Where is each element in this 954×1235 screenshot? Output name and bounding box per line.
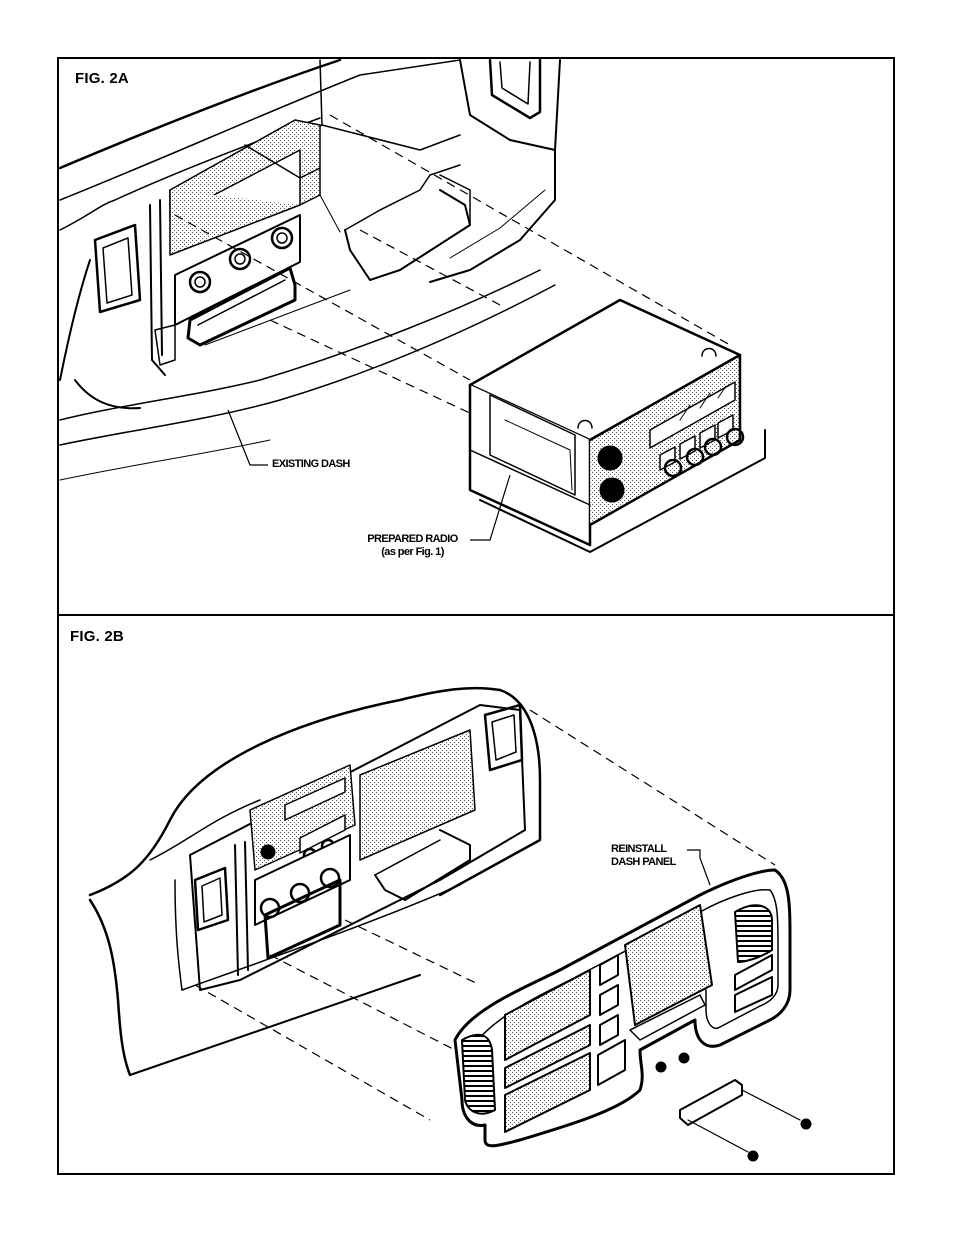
figure-2a-label: FIG. 2A <box>75 70 129 87</box>
alignment-lines-2a <box>174 114 731 456</box>
reinstall-line-1: REINSTALL <box>611 843 667 855</box>
figure-2b-label: FIG. 2B <box>70 628 124 645</box>
dash-with-radio-drawing <box>88 686 542 1077</box>
reinstall-line-2: DASH PANEL <box>611 856 676 868</box>
leader-lines-2a <box>227 409 511 541</box>
leader-lines-2b <box>687 849 711 886</box>
prepared-radio-drawing <box>468 298 766 553</box>
dash-panel-drawing <box>453 868 812 1162</box>
existing-dash-drawing <box>58 58 561 481</box>
prepared-radio-label: PREPARED RADIO <box>367 533 458 545</box>
reinstall-dash-panel-callout: REINSTALL DASH PANEL <box>611 843 676 869</box>
existing-dash-callout: EXISTING DASH <box>272 458 350 470</box>
figure-frame <box>57 57 895 1175</box>
prepared-radio-note: (as per Fig. 1) <box>381 546 444 558</box>
alignment-lines-2b <box>194 709 776 1121</box>
figure-divider <box>57 614 895 616</box>
prepared-radio-callout: PREPARED RADIO (as per Fig. 1) <box>355 533 470 559</box>
